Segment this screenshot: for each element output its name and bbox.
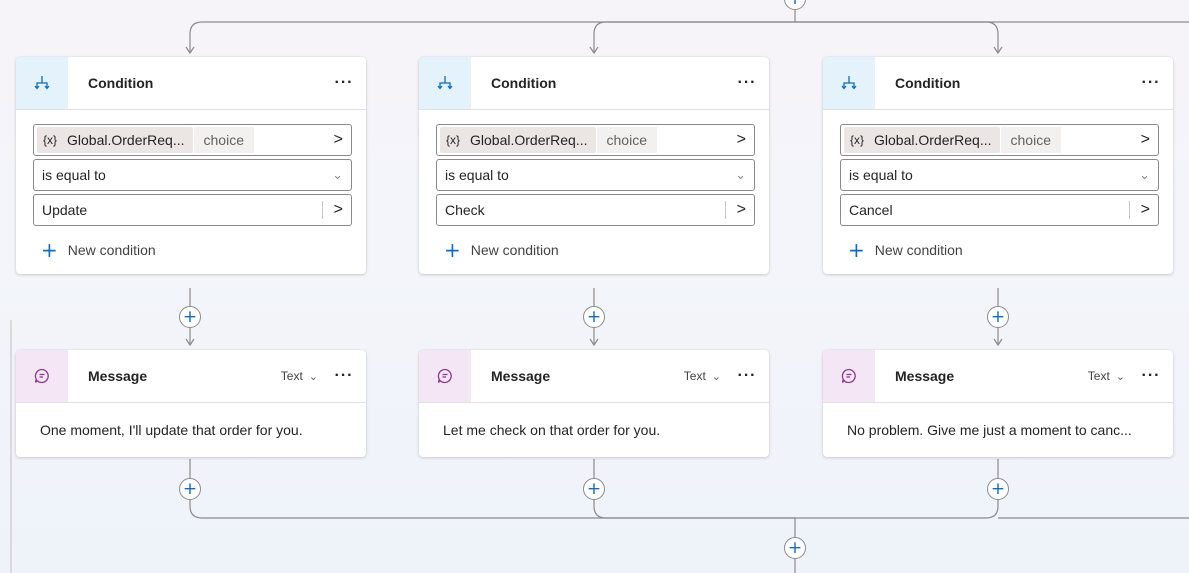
message-type-label: Text: [280, 369, 303, 383]
more-options-button[interactable]: ···: [1141, 74, 1161, 91]
card-title: Message: [491, 368, 551, 384]
message-text[interactable]: Let me check on that order for you.: [443, 422, 661, 438]
add-node-button[interactable]: +: [987, 306, 1009, 328]
branch-icon: [419, 57, 471, 109]
operator-dropdown[interactable]: is equal to ⌄: [840, 159, 1159, 191]
chevron-right-icon[interactable]: >: [736, 131, 746, 148]
variable-field[interactable]: {x} Global.OrderReq... choice >: [33, 124, 352, 156]
card-title: Condition: [491, 75, 557, 91]
new-condition-button[interactable]: + New condition: [33, 240, 156, 260]
operator-value: is equal to: [849, 167, 913, 183]
add-node-button[interactable]: +: [179, 478, 201, 500]
more-options-button[interactable]: ···: [737, 367, 757, 384]
variable-field[interactable]: {x} Global.OrderReq... choice >: [436, 124, 755, 156]
value-field[interactable]: Cancel >: [840, 194, 1159, 226]
operator-value: is equal to: [445, 167, 509, 183]
plus-icon: +: [444, 238, 461, 262]
variable-type: choice: [596, 127, 657, 153]
message-type-dropdown[interactable]: Text ⌄: [1088, 369, 1125, 383]
chevron-right-icon[interactable]: >: [736, 201, 746, 218]
more-options-button[interactable]: ···: [334, 367, 354, 384]
condition-value: Cancel: [849, 202, 893, 218]
variable-icon: {x}: [850, 133, 865, 147]
more-options-button[interactable]: ···: [737, 74, 757, 91]
message-card-2[interactable]: Message Text ⌄ ··· Let me check on that …: [419, 350, 769, 457]
branch-icon: [823, 57, 875, 109]
message-card-1[interactable]: Message Text ⌄ ··· One moment, I'll upda…: [16, 350, 366, 457]
add-node-button[interactable]: +: [583, 478, 605, 500]
variable-token: {x} Global.OrderReq...: [440, 127, 596, 153]
new-condition-label: New condition: [67, 242, 156, 258]
new-condition-label: New condition: [470, 242, 559, 258]
add-node-button[interactable]: +: [179, 306, 201, 328]
plus-icon: +: [41, 238, 58, 262]
card-title: Message: [895, 368, 955, 384]
operator-value: is equal to: [42, 167, 106, 183]
message-text[interactable]: One moment, I'll update that order for y…: [40, 422, 303, 438]
chevron-down-icon: ⌄: [711, 370, 721, 383]
chevron-down-icon: ⌄: [308, 370, 318, 383]
variable-name: Global.OrderReq...: [470, 132, 588, 148]
variable-type: choice: [193, 127, 254, 153]
message-text[interactable]: No problem. Give me just a moment to can…: [847, 422, 1132, 438]
condition-value: Update: [42, 202, 88, 218]
card-title: Condition: [895, 75, 961, 91]
variable-icon: {x}: [446, 133, 461, 147]
variable-name: Global.OrderReq...: [67, 132, 185, 148]
chevron-right-icon[interactable]: >: [1140, 201, 1150, 218]
chevron-down-icon: ⌄: [735, 167, 746, 182]
add-node-button[interactable]: +: [987, 478, 1009, 500]
variable-field[interactable]: {x} Global.OrderReq... choice >: [840, 124, 1159, 156]
message-type-dropdown[interactable]: Text ⌄: [684, 369, 721, 383]
chevron-down-icon: ⌄: [1115, 370, 1125, 383]
chevron-right-icon[interactable]: >: [333, 131, 343, 148]
condition-card-2[interactable]: Condition ··· {x} Global.OrderReq... cho…: [419, 57, 769, 274]
message-type-label: Text: [683, 369, 706, 383]
message-type-label: Text: [1087, 369, 1110, 383]
branch-icon: [16, 57, 68, 109]
chevron-right-icon[interactable]: >: [333, 201, 343, 218]
variable-icon: {x}: [43, 133, 58, 147]
more-options-button[interactable]: ···: [1141, 367, 1161, 384]
add-node-button[interactable]: +: [583, 306, 605, 328]
operator-dropdown[interactable]: is equal to ⌄: [436, 159, 755, 191]
variable-type: choice: [1000, 127, 1061, 153]
new-condition-button[interactable]: + New condition: [436, 240, 559, 260]
value-field[interactable]: Update >: [33, 194, 352, 226]
chevron-down-icon: ⌄: [332, 167, 343, 182]
operator-dropdown[interactable]: is equal to ⌄: [33, 159, 352, 191]
chevron-down-icon: ⌄: [1139, 167, 1150, 182]
variable-token: {x} Global.OrderReq...: [844, 127, 1000, 153]
more-options-button[interactable]: ···: [334, 74, 354, 91]
chat-bubble-icon: [16, 350, 68, 402]
chat-bubble-icon: [823, 350, 875, 402]
condition-value: Check: [445, 202, 485, 218]
condition-card-1[interactable]: Condition ··· {x} Global.OrderReq... cho…: [16, 57, 366, 274]
chat-bubble-icon: [419, 350, 471, 402]
add-node-button-merge[interactable]: +: [784, 537, 806, 559]
message-type-dropdown[interactable]: Text ⌄: [281, 369, 318, 383]
value-field[interactable]: Check >: [436, 194, 755, 226]
condition-card-3[interactable]: Condition ··· {x} Global.OrderReq... cho…: [823, 57, 1173, 274]
variable-token: {x} Global.OrderReq...: [37, 127, 193, 153]
new-condition-button[interactable]: + New condition: [840, 240, 963, 260]
variable-name: Global.OrderReq...: [874, 132, 992, 148]
card-title: Condition: [88, 75, 154, 91]
plus-icon: +: [848, 238, 865, 262]
new-condition-label: New condition: [874, 242, 963, 258]
card-title: Message: [88, 368, 148, 384]
add-node-button-top[interactable]: +: [784, 0, 806, 10]
message-card-3[interactable]: Message Text ⌄ ··· No problem. Give me j…: [823, 350, 1173, 457]
chevron-right-icon[interactable]: >: [1140, 131, 1150, 148]
